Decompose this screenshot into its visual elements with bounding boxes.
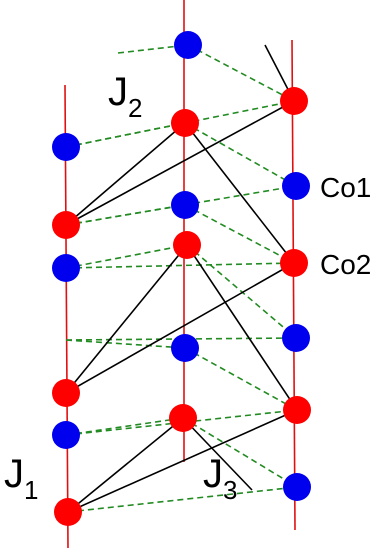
co2-label: Co2 [320,249,371,280]
j3-label: J3 [203,452,237,505]
co2-site [54,498,82,526]
j1-label: J1 [4,452,38,505]
co1-site [52,133,80,161]
j2-bond [184,122,297,187]
co2-site [283,396,311,424]
j1-bond [67,409,298,513]
j2-bond [65,100,295,148]
co2-site [173,231,201,259]
j2-bond [67,486,298,513]
j2-bond [65,185,297,226]
co1-site [174,31,202,59]
chain-lines [64,0,296,549]
chain-line-left [64,84,69,549]
j2-bond [65,204,186,226]
j1-bond [182,417,253,491]
co1-site [171,191,199,219]
j2-bond [184,204,295,264]
co2-sites [52,87,311,526]
j1-bond [184,122,295,264]
co1-site [52,254,80,282]
co1-site [171,334,199,362]
co2-site [169,404,197,432]
j1-bond [65,100,295,226]
j1-bond [65,262,295,394]
j1-bond [186,244,298,411]
co2-site [280,249,308,277]
j2-bond [65,244,188,269]
co2-site [280,87,308,115]
chain-line-right [291,39,296,531]
j2-bond [65,339,186,349]
co2-site [52,211,80,239]
co1-site [283,473,311,501]
j2-bond [187,44,295,102]
j2-bond [186,244,297,339]
j2-bond [65,262,295,269]
co1-label: Co1 [320,172,371,203]
co2-site [52,379,80,407]
j1-bond [67,417,184,513]
co2-site [171,109,199,137]
j2-label: J2 [108,70,142,123]
j2-bond [184,347,298,411]
j2-bonds [65,44,298,513]
j2-bond [65,409,298,436]
co1-site [282,324,310,352]
j2-bond [117,44,189,54]
j1-bonds [65,44,298,513]
j1-bond [65,122,186,226]
j1-bond [65,244,188,394]
co1-site [52,421,80,449]
co1-site [282,172,310,200]
j2-bond [182,417,298,488]
co1-sites [52,31,311,501]
